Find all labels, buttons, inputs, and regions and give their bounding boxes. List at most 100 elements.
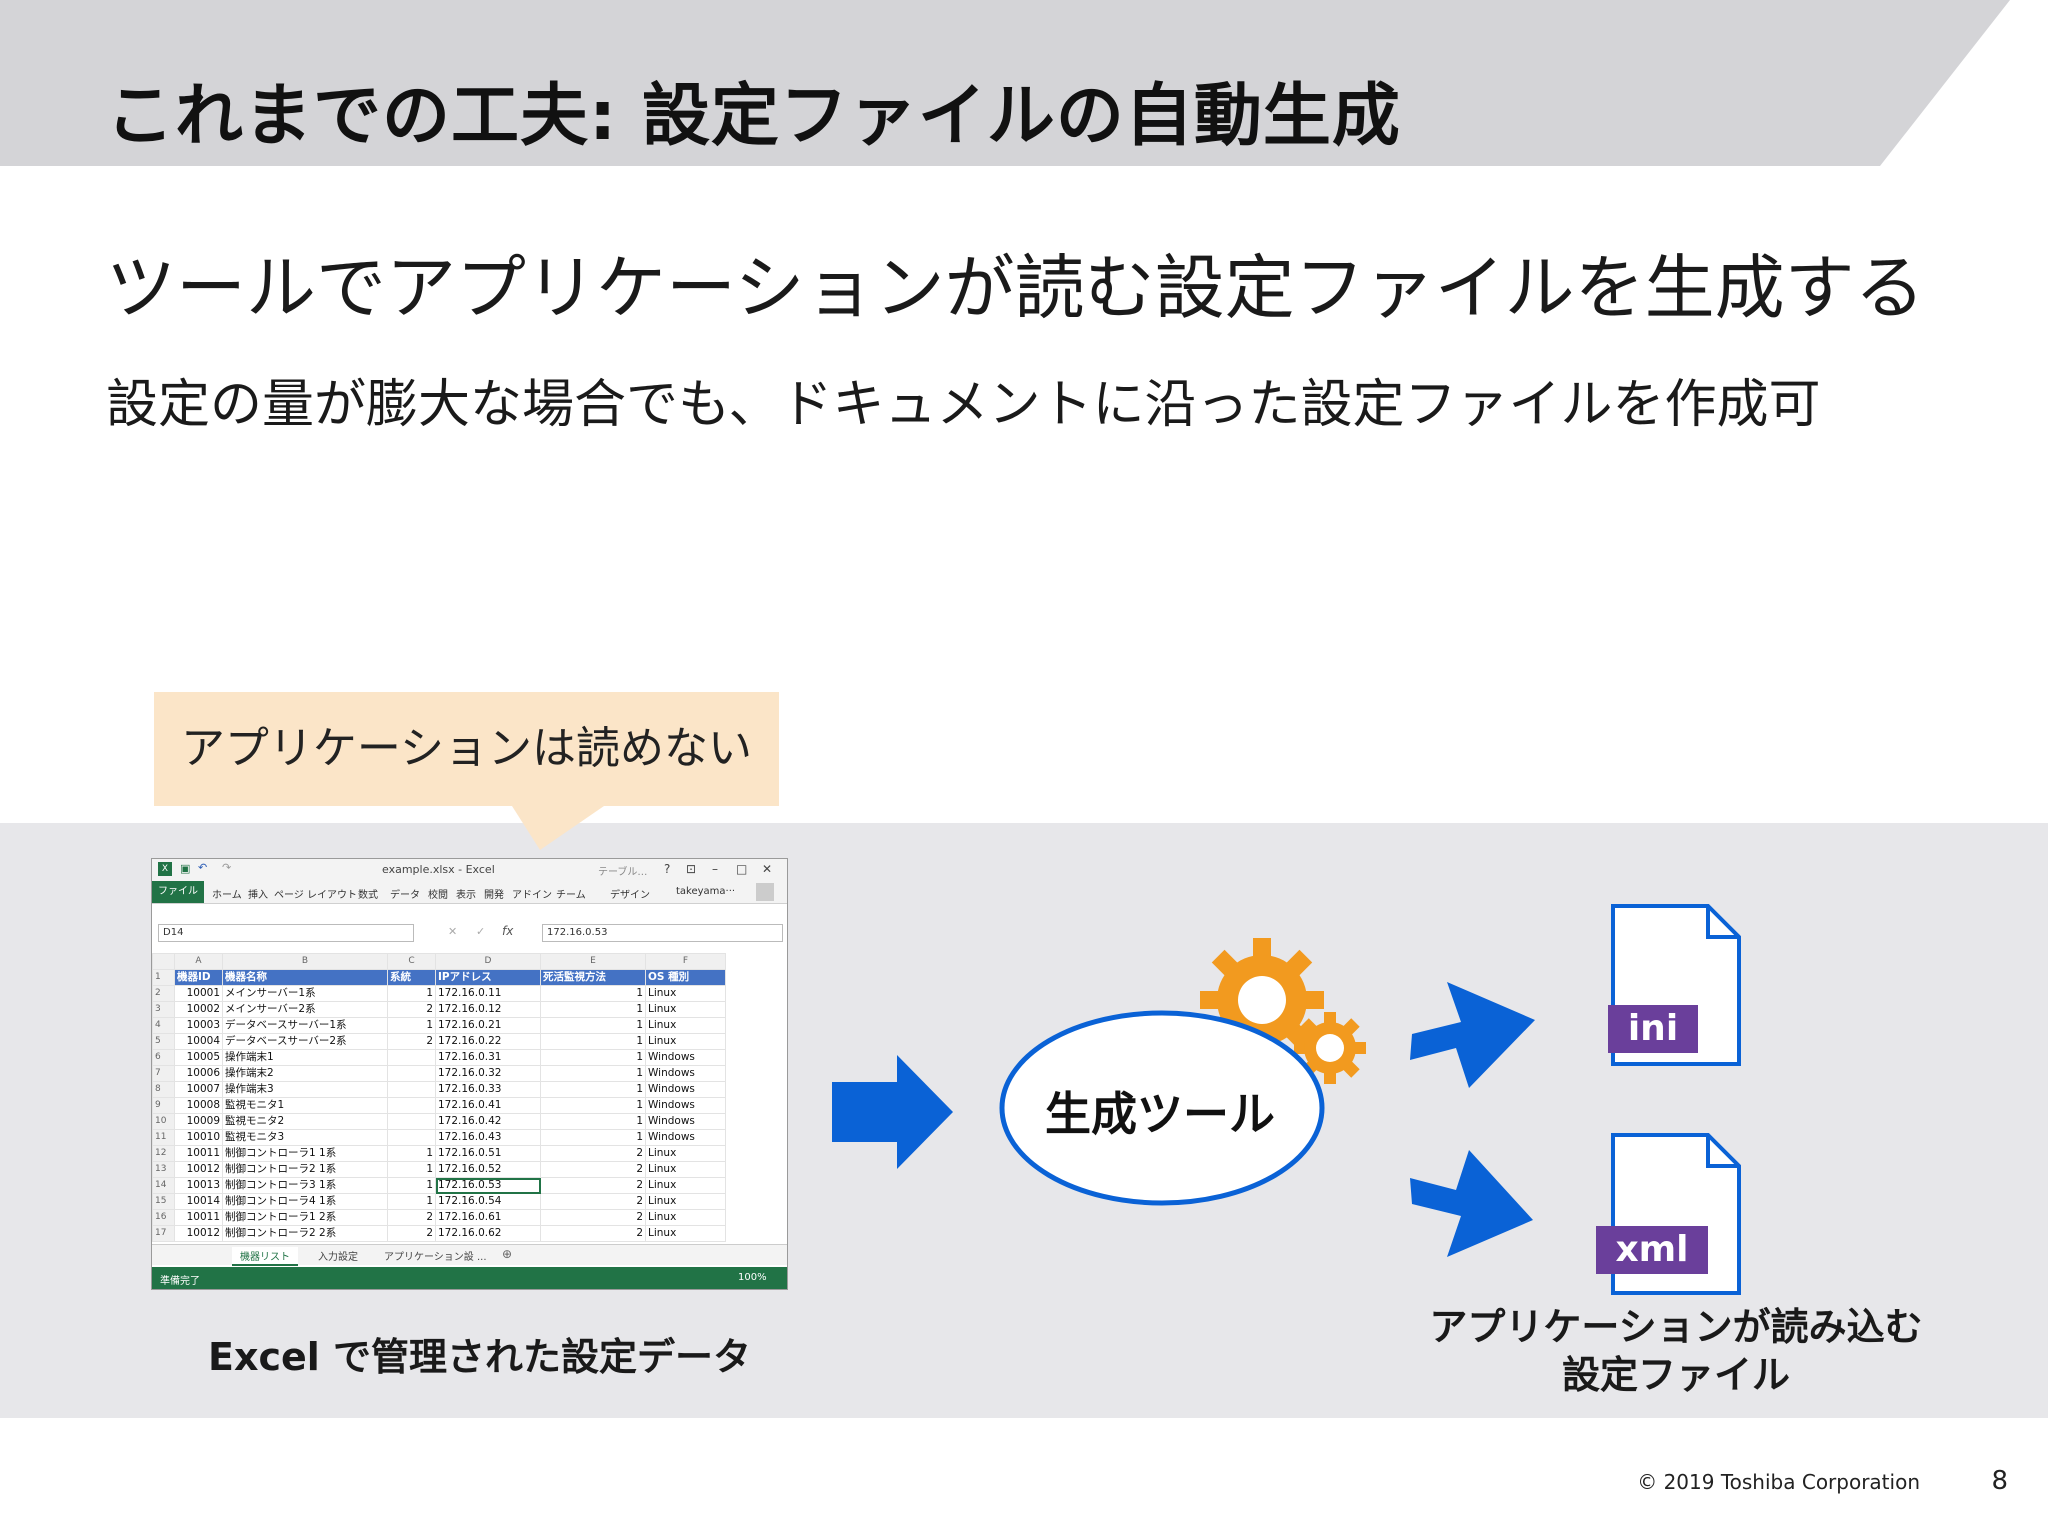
column-header[interactable]: C bbox=[387, 953, 436, 970]
column-header[interactable]: E bbox=[540, 953, 646, 970]
table-cell[interactable]: 10009 bbox=[174, 1113, 223, 1130]
table-cell[interactable]: 制御コントローラ1 2系 bbox=[222, 1209, 388, 1226]
table-cell[interactable]: Windows bbox=[645, 1129, 726, 1146]
arrow-downright-icon bbox=[1410, 1150, 1533, 1257]
excel-caption: Excel で管理された設定データ bbox=[208, 1335, 752, 1379]
ribbon-display-icon[interactable]: ⊡ bbox=[686, 862, 697, 876]
table-cell[interactable]: Linux bbox=[645, 1209, 726, 1226]
zoom-level[interactable]: 100% bbox=[738, 1272, 767, 1283]
table-cell[interactable]: 制御コントローラ2 2系 bbox=[222, 1225, 388, 1242]
name-box[interactable]: D14 bbox=[158, 924, 414, 942]
spreadsheet-grid[interactable]: A B C D E F 1 機器ID 機器名称 系統 IPアドレス 死活監視方法… bbox=[152, 953, 787, 1242]
table-cell[interactable]: 制御コントローラ2 1系 bbox=[222, 1161, 388, 1178]
table-cell[interactable]: 10007 bbox=[174, 1081, 223, 1098]
arrow-upright-icon bbox=[1410, 982, 1535, 1088]
files-caption-line1: アプリケーションが読み込む bbox=[1429, 1305, 1923, 1349]
ribbon-tab[interactable]: 数式 bbox=[358, 890, 378, 901]
table-cell[interactable]: 172.16.0.31 bbox=[435, 1049, 541, 1066]
maximize-icon[interactable]: □ bbox=[736, 862, 748, 876]
ribbon-tab[interactable]: データ bbox=[390, 890, 420, 901]
title-band-shape bbox=[0, 0, 2010, 166]
row-number[interactable]: 9 bbox=[152, 1097, 175, 1114]
ribbon-tab[interactable]: チーム bbox=[556, 890, 586, 901]
files-caption-line2: 設定ファイル bbox=[1561, 1353, 1790, 1397]
cancel-entry-icon[interactable]: ✕ bbox=[448, 925, 458, 938]
column-header[interactable]: B bbox=[222, 953, 388, 970]
status-ready: 準備完了 bbox=[160, 1276, 200, 1287]
header-cell[interactable]: 死活監視方法 bbox=[540, 969, 646, 986]
ribbon-tab[interactable]: 開発 bbox=[484, 890, 504, 901]
corner-cell[interactable] bbox=[152, 953, 175, 970]
add-sheet-icon[interactable]: ⊕ bbox=[502, 1247, 513, 1261]
table-cell[interactable]: Windows bbox=[645, 1081, 726, 1098]
sheet-tab[interactable]: 入力設定 bbox=[318, 1252, 358, 1263]
subtitle: ツールでアプリケーションが読む設定ファイルを生成する bbox=[106, 247, 1925, 329]
formula-input[interactable]: 172.16.0.53 bbox=[542, 924, 783, 942]
table-cell[interactable]: 制御コントローラ3 1系 bbox=[222, 1177, 388, 1194]
header-cell[interactable]: 機器ID bbox=[174, 969, 223, 986]
row-number[interactable]: 17 bbox=[152, 1225, 175, 1242]
ribbon-tab[interactable]: ページ レイアウト bbox=[274, 890, 357, 901]
table-cell[interactable]: 2 bbox=[540, 1225, 646, 1242]
column-header[interactable]: A bbox=[174, 953, 223, 970]
header-cell[interactable]: IPアドレス bbox=[435, 969, 541, 986]
footer-copyright: © 2019 Toshiba Corporation bbox=[1637, 1470, 1920, 1494]
spreadsheet-table[interactable]: A B C D E F 1 機器ID 機器名称 系統 IPアドレス 死活監視方法… bbox=[152, 953, 726, 1242]
redo-icon[interactable]: ↷ bbox=[222, 861, 232, 874]
minimize-icon[interactable]: – bbox=[712, 862, 718, 876]
table-cell[interactable]: 172.16.0.43 bbox=[435, 1129, 541, 1146]
arrow-right-icon bbox=[832, 1055, 953, 1169]
close-icon[interactable]: ✕ bbox=[762, 862, 773, 876]
table-cell[interactable]: 172.16.0.62 bbox=[435, 1225, 541, 1242]
design-tab[interactable]: デザイン bbox=[610, 890, 650, 901]
table-cell[interactable]: Linux bbox=[645, 1193, 726, 1210]
page-number: 8 bbox=[1991, 1466, 2008, 1496]
table-cell[interactable]: Windows bbox=[645, 1049, 726, 1066]
undo-icon[interactable]: ↶ bbox=[198, 861, 208, 874]
function-icon[interactable]: fx bbox=[502, 924, 514, 938]
row-number[interactable]: 10 bbox=[152, 1113, 175, 1130]
help-icon[interactable]: ? bbox=[664, 862, 671, 876]
ribbon-tab[interactable]: 表示 bbox=[456, 890, 476, 901]
row-number[interactable]: 14 bbox=[152, 1177, 175, 1194]
table-cell[interactable]: 172.16.0.52 bbox=[435, 1161, 541, 1178]
column-header-row: A B C D E F bbox=[152, 953, 726, 970]
sheet-tab[interactable]: 機器リスト bbox=[232, 1247, 298, 1266]
table-cell[interactable]: 10003 bbox=[174, 1017, 223, 1034]
ribbon-tab[interactable]: ホーム bbox=[212, 890, 242, 901]
ribbon-tab[interactable]: アドイン bbox=[512, 890, 552, 901]
user-name[interactable]: takeyama··· bbox=[676, 886, 736, 897]
table-cell[interactable]: 172.16.0.11 bbox=[435, 985, 541, 1002]
column-header[interactable]: F bbox=[645, 953, 726, 970]
file-tab[interactable]: ファイル bbox=[152, 881, 204, 903]
table-cell[interactable]: Linux bbox=[645, 1225, 726, 1242]
table-cell[interactable]: 10008 bbox=[174, 1097, 223, 1114]
table-cell[interactable]: 10012 bbox=[174, 1225, 223, 1242]
table-cell[interactable]: 172.16.0.33 bbox=[435, 1081, 541, 1098]
table-cell[interactable]: Windows bbox=[645, 1097, 726, 1114]
callout-box: アプリケーションは読めない bbox=[154, 692, 779, 806]
files-caption: アプリケーションが読み込む 設定ファイル bbox=[1406, 1303, 1946, 1399]
table-cell[interactable]: 172.16.0.22 bbox=[435, 1033, 541, 1050]
callout-text: アプリケーションは読めない bbox=[180, 723, 753, 774]
confirm-entry-icon[interactable]: ✓ bbox=[476, 925, 486, 938]
ribbon-tab[interactable]: 挿入 bbox=[248, 890, 268, 901]
formula-bar: D14 ✕ ✓ fx 172.16.0.53 bbox=[152, 920, 787, 946]
column-header[interactable]: D bbox=[435, 953, 541, 970]
row-number[interactable]: 11 bbox=[152, 1129, 175, 1146]
excel-window-title: example.xlsx - Excel bbox=[382, 863, 495, 876]
row-number[interactable]: 16 bbox=[152, 1209, 175, 1226]
table-cell[interactable]: 172.16.0.42 bbox=[435, 1113, 541, 1130]
avatar[interactable] bbox=[756, 883, 774, 901]
sheet-tab[interactable]: アプリケーション設 ... bbox=[384, 1252, 487, 1263]
excel-titlebar: X ▣ ↶ ↷ example.xlsx - Excel テーブル… ? ⊡ –… bbox=[152, 859, 787, 881]
excel-app-icon: X bbox=[158, 862, 172, 876]
table-tools-label: テーブル… bbox=[598, 867, 648, 878]
table-cell[interactable]: 172.16.0.41 bbox=[435, 1097, 541, 1114]
ribbon-tab[interactable]: 校閲 bbox=[428, 890, 448, 901]
save-icon[interactable]: ▣ bbox=[180, 862, 191, 875]
